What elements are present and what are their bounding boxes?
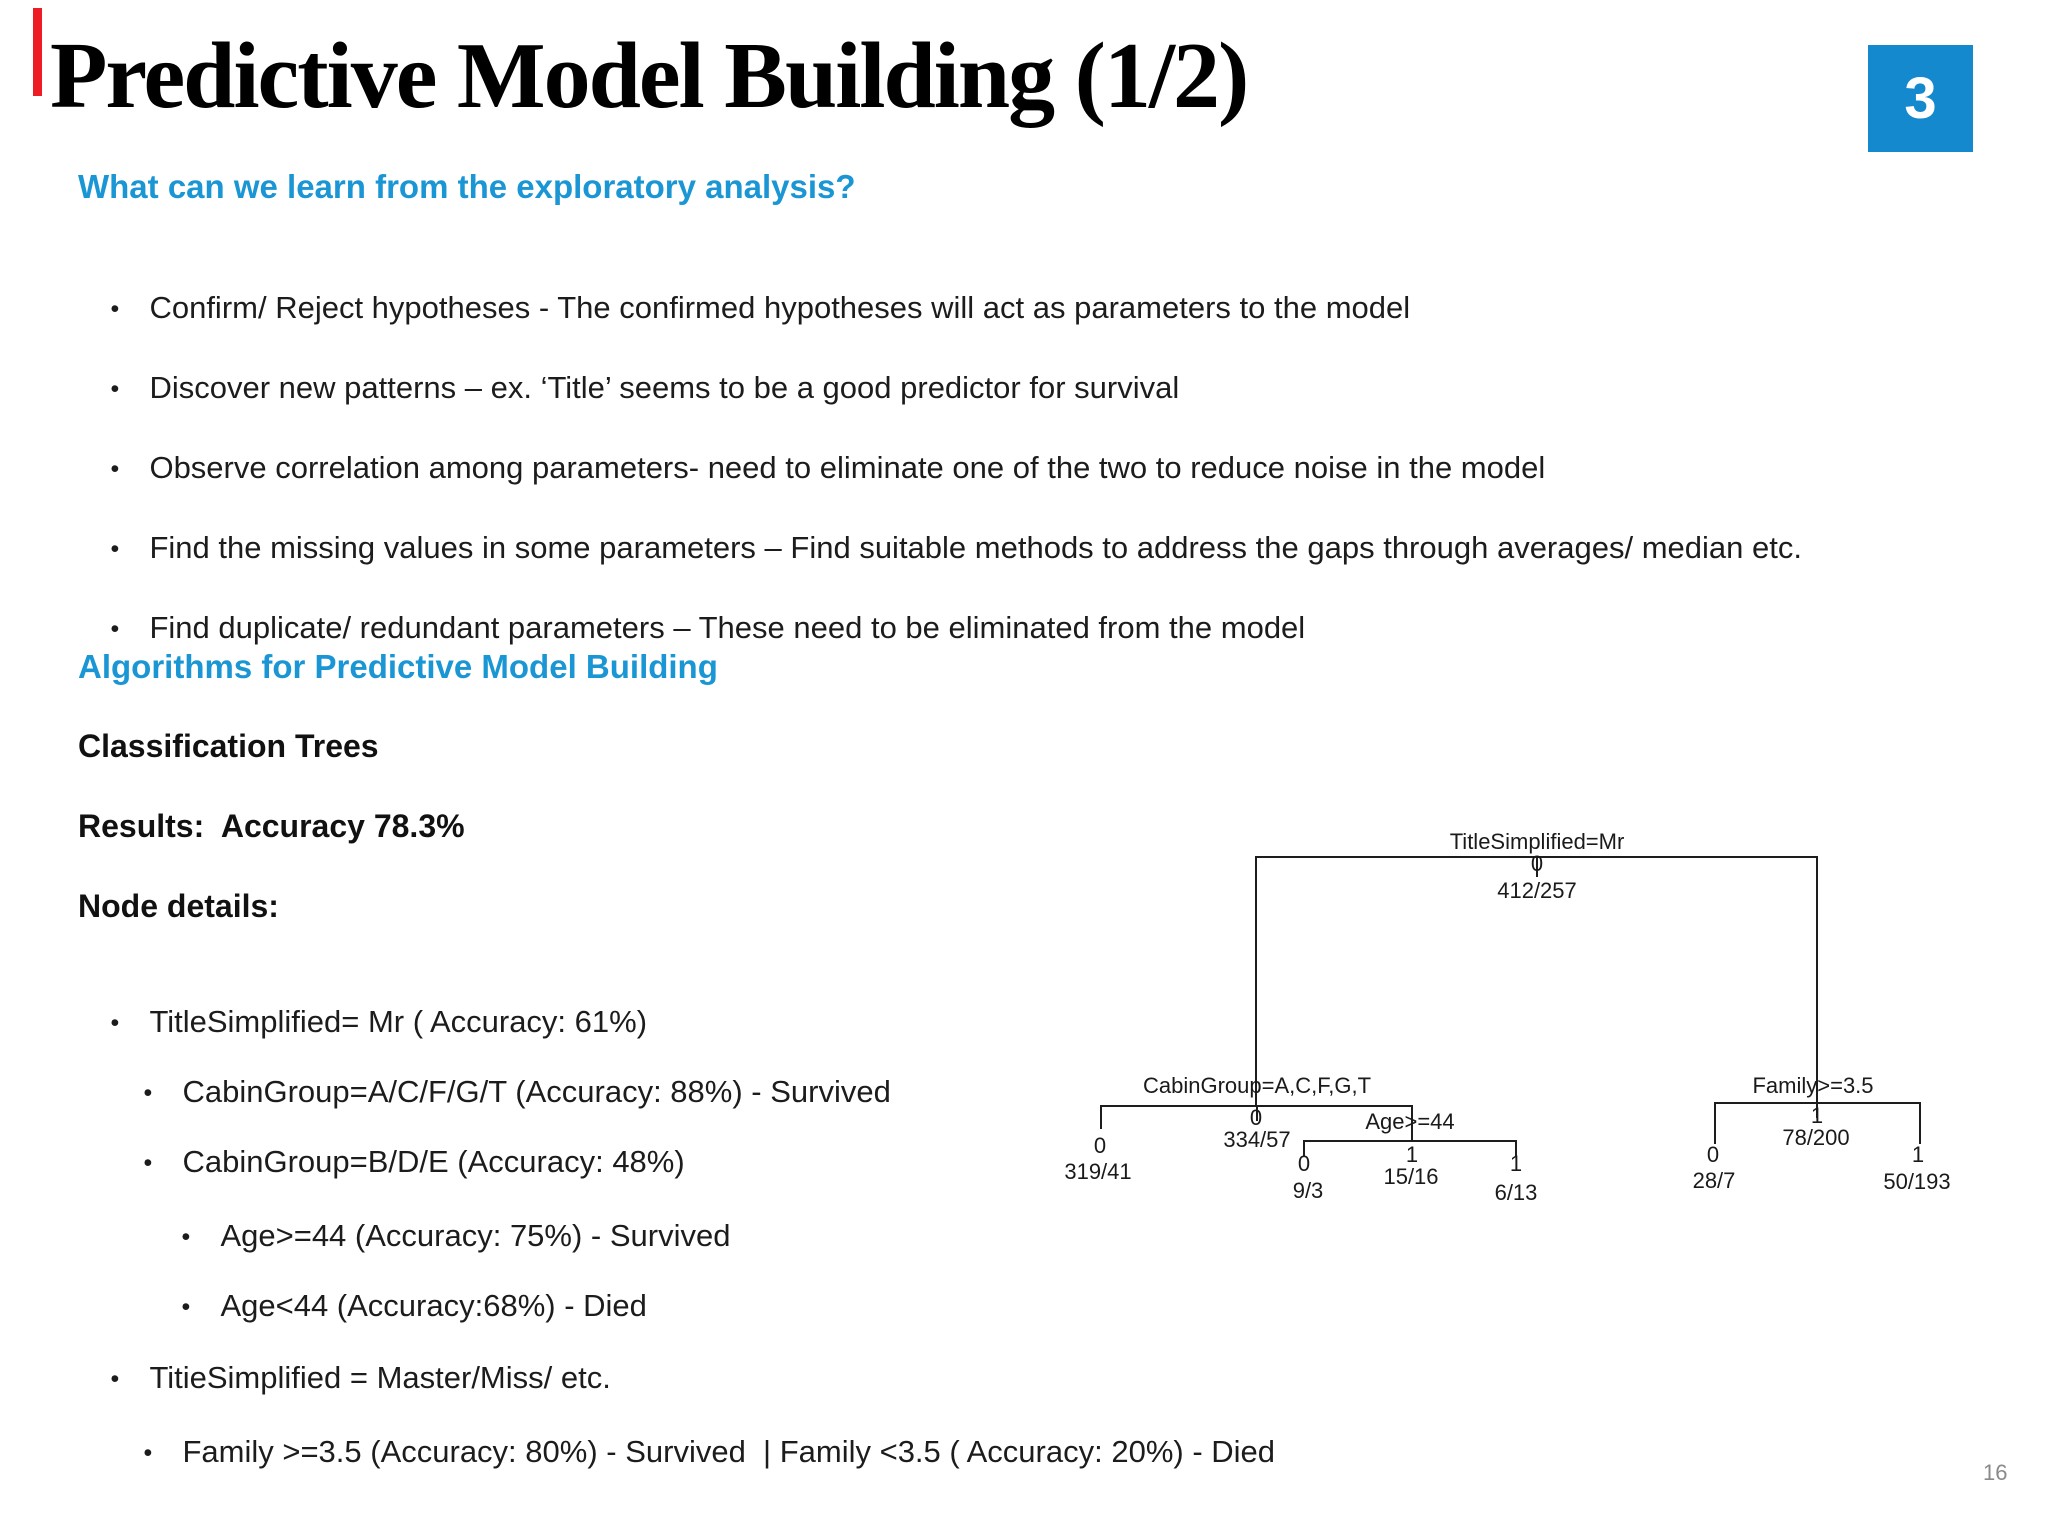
bullet-text: Confirm/ Reject hypotheses - The confirm… [149, 290, 1411, 325]
tree-family-count: 78/200 [1782, 1125, 1850, 1150]
bullet-text: Observe correlation among parameters- ne… [149, 450, 1546, 485]
node-bullet-cabingroup-bde: • CabinGroup=B/D/E (Accuracy: 48%) [109, 1102, 685, 1223]
bullet-dot: • [143, 1079, 153, 1107]
node-bullet-age-lt-44: • Age<44 (Accuracy:68%) - Died [147, 1246, 647, 1367]
tree-age-split-line [1304, 1140, 1516, 1142]
tree-cabin-class: 0 [1249, 1105, 1263, 1130]
subhead-results-accuracy: Results: Accuracy 78.3% [78, 808, 465, 844]
bullet-dot: • [110, 1009, 120, 1037]
slide-number-badge: 3 [1868, 45, 1973, 152]
tree-age-leaf-left-count: 9/3 [1292, 1178, 1324, 1203]
bullet-text: CabinGroup=B/D/E (Accuracy: 48%) [182, 1144, 685, 1179]
tree-root-split-line [1256, 856, 1817, 858]
node-bullet-age-ge-44: • Age>=44 (Accuracy: 75%) - Survived [147, 1176, 730, 1297]
bullet-text: Find duplicate/ redundant parameters – T… [149, 610, 1306, 645]
tree-family-center-stub [1816, 1102, 1818, 1118]
bullet-text: TitleSimplified= Mr ( Accuracy: 61%) [149, 1004, 648, 1039]
tree-family-right-drop [1919, 1102, 1921, 1144]
bullet-text: Discover new patterns – ex. ‘Title’ seem… [149, 370, 1180, 405]
heading-algorithms: Algorithms for Predictive Model Building [78, 648, 718, 685]
bullet-dot: • [181, 1223, 191, 1251]
tree-right-branch-line [1816, 856, 1818, 1103]
bullet-text: CabinGroup=A/C/F/G/T (Accuracy: 88%) - S… [182, 1074, 891, 1109]
bullet-discover-patterns: • Discover new patterns – ex. ‘Title’ see… [76, 328, 1179, 449]
bullet-dot: • [110, 535, 120, 563]
bullet-dot: • [143, 1149, 153, 1177]
tree-cabin-left-drop [1100, 1105, 1102, 1129]
node-bullet-titiesimplified-master: • TitieSimplified = Master/Miss/ etc. [76, 1318, 611, 1439]
bullet-confirm-reject: • Confirm/ Reject hypotheses - The confir… [76, 248, 1410, 369]
tree-family-class: 1 [1810, 1103, 1824, 1128]
tree-age-right-drop [1515, 1140, 1517, 1156]
tree-cabin-label: CabinGroup=A,C,F,G,T [1142, 1073, 1372, 1098]
tree-cabin-center-stub [1256, 1105, 1258, 1121]
tree-root-center-stub [1536, 858, 1538, 877]
node-bullet-family-split: • Family >=3.5 (Accuracy: 80%) - Survived… [109, 1392, 1275, 1513]
bullet-text: Age<44 (Accuracy:68%) - Died [220, 1288, 647, 1323]
tree-family-leaf-left-count: 28/7 [1692, 1168, 1736, 1193]
subhead-node-details: Node details: [78, 888, 279, 924]
bullet-dot: • [110, 375, 120, 403]
tree-left-branch-line [1255, 856, 1257, 1106]
tree-age-left-drop [1303, 1140, 1305, 1156]
tree-age-leaf-left-class: 0 [1297, 1151, 1311, 1176]
slide-number-text: 3 [1904, 66, 1937, 131]
bullet-dot: • [110, 455, 120, 483]
page-number: 16 [1983, 1460, 2008, 1485]
bullet-observe-correlation: • Observe correlation among parameters- n… [76, 408, 1545, 529]
bullet-text: Find the missing values in some paramete… [149, 530, 1802, 565]
tree-root-label: TitleSimplified=Mr [1449, 829, 1625, 854]
tree-root-count: 412/257 [1497, 878, 1577, 903]
bullet-duplicate-params: • Find duplicate/ redundant parameters – … [76, 568, 1305, 689]
tree-age-count: 15/16 [1383, 1164, 1439, 1189]
tree-age-label: Age>=44 [1365, 1109, 1455, 1134]
bullet-dot: • [110, 295, 120, 323]
tree-cabin-count: 334/57 [1223, 1127, 1291, 1152]
tree-family-leaf-left-class: 0 [1706, 1142, 1720, 1167]
bullet-missing-values: • Find the missing values in some paramet… [76, 488, 1802, 609]
slide-title: Predictive Model Building (1/2) [50, 24, 1249, 128]
tree-cabin-right-drop [1411, 1105, 1413, 1142]
tree-family-leaf-right-count: 50/193 [1883, 1169, 1951, 1194]
red-accent-bar [33, 8, 42, 96]
tree-age-class: 1 [1405, 1142, 1419, 1167]
bullet-text: Age>=44 (Accuracy: 75%) - Survived [220, 1218, 731, 1253]
bullet-dot: • [143, 1439, 153, 1467]
tree-root-class: 0 [1530, 851, 1544, 876]
bullet-dot: • [181, 1293, 191, 1321]
tree-age-leaf-right-class: 1 [1509, 1151, 1523, 1176]
bullet-text: TitieSimplified = Master/Miss/ etc. [149, 1360, 611, 1395]
tree-family-left-drop [1714, 1102, 1716, 1144]
bullet-text: Family >=3.5 (Accuracy: 80%) - Survived … [182, 1434, 1276, 1469]
tree-age-leaf-right-count: 6/13 [1494, 1180, 1538, 1205]
node-bullet-titlesimplified-mr: • TitleSimplified= Mr ( Accuracy: 61%) [76, 962, 647, 1083]
bullet-dot: • [110, 615, 120, 643]
tree-cabin-leaf-count: 319/41 [1064, 1159, 1132, 1184]
tree-cabin-leaf-class: 0 [1093, 1133, 1107, 1158]
tree-family-label: Family>=3.5 [1752, 1073, 1874, 1098]
node-bullet-cabingroup-acfgt: • CabinGroup=A/C/F/G/T (Accuracy: 88%) - … [109, 1032, 891, 1153]
heading-exploratory: What can we learn from the exploratory a… [78, 168, 856, 205]
bullet-dot: • [110, 1365, 120, 1393]
subhead-classification-trees: Classification Trees [78, 728, 379, 764]
tree-family-leaf-right-class: 1 [1911, 1142, 1925, 1167]
